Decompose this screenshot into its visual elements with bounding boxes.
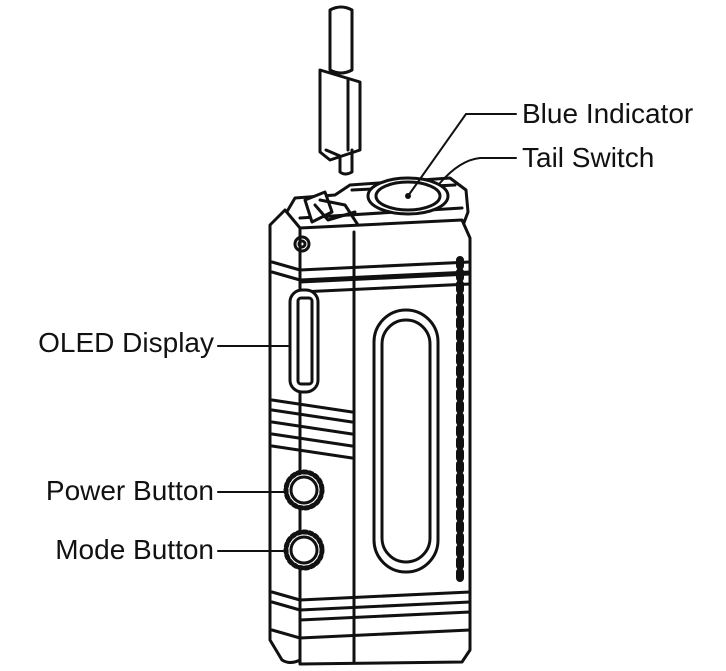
leader-lines	[217, 113, 517, 552]
label-power-button: Power Button	[45, 475, 214, 506]
usb-cable	[318, 5, 362, 176]
label-blue-indicator: Blue Indicator	[522, 98, 694, 129]
label-oled-display: OLED Display	[38, 327, 214, 358]
label-tail-switch: Tail Switch	[522, 142, 655, 173]
mode-button	[283, 529, 325, 571]
power-button	[283, 469, 325, 511]
screw-hole	[293, 235, 311, 253]
oled-display-window	[288, 288, 320, 394]
side-window	[372, 308, 440, 574]
leader-tail-switch	[439, 157, 517, 184]
label-mode-button: Mode Button	[55, 534, 214, 565]
device-body	[268, 208, 472, 666]
leader-blue-indicator	[407, 113, 517, 197]
